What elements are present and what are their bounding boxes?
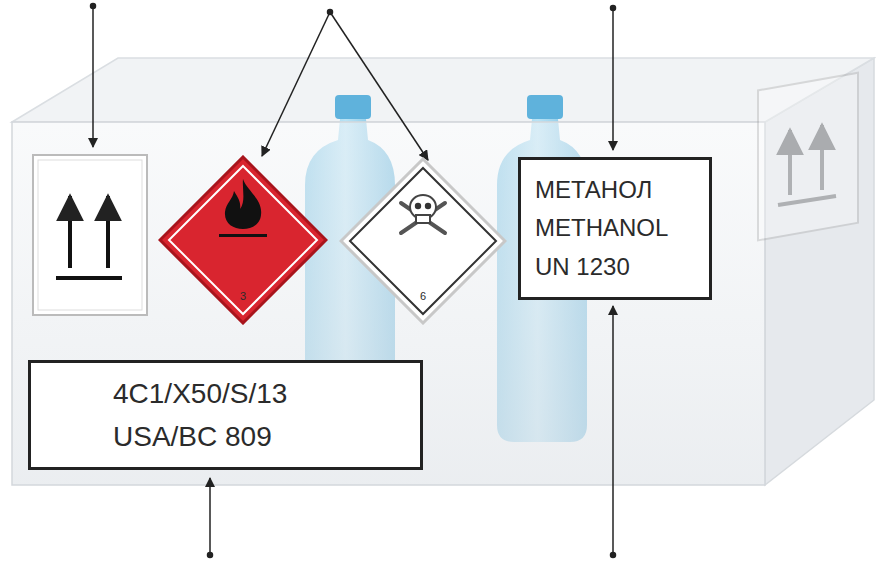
marking-text: USA/BC 809 — [113, 415, 272, 458]
marking-text: UN 1230 — [535, 248, 630, 286]
box-front — [12, 122, 765, 485]
toxic-hazard-diamond: 6 — [339, 157, 507, 325]
box-top — [12, 58, 874, 122]
hazard-class-number: 3 — [240, 290, 246, 303]
marking-text: МЕТАНОЛ — [535, 171, 652, 209]
shipping-name-box: МЕТАНОЛMETHANOLUN 1230 — [518, 157, 712, 300]
flame-symbol — [219, 179, 267, 237]
marking-text: 4C1/X50/S/13 — [113, 372, 287, 415]
hazard-class-number: 6 — [420, 290, 426, 303]
flammable-hazard-diamond: 3 — [158, 155, 328, 325]
this-way-up-label — [33, 155, 147, 315]
un-spec-box: 4C1/X50/S/13USA/BC 809 — [28, 360, 423, 470]
marking-text: METHANOL — [535, 209, 668, 247]
this-way-up-label — [758, 73, 858, 241]
skull-crossbones-symbol — [401, 195, 445, 233]
